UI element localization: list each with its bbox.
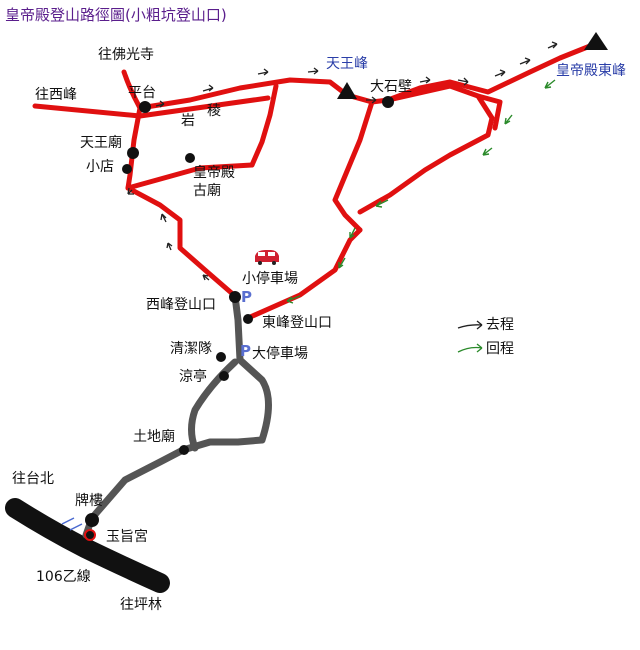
label-old-temple-1: 皇帝殿	[193, 165, 235, 181]
parking-marker-big: P	[240, 342, 251, 360]
tudi-miao-marker	[179, 445, 189, 455]
label-xiaodian: 小店	[86, 159, 114, 175]
label-east-trailhead: 東峰登山口	[262, 315, 332, 331]
yuzhi-gong-marker	[84, 529, 96, 541]
car-icon	[255, 250, 279, 265]
return-arrows	[286, 79, 556, 304]
label-west-trailhead: 西峰登山口	[146, 297, 216, 313]
paifang-marker	[85, 513, 99, 527]
peak-east-icon	[584, 32, 608, 50]
label-big-parking: 大停車場	[252, 346, 308, 362]
label-old-temple-2: 古廟	[193, 183, 221, 199]
dashibi-marker	[382, 96, 394, 108]
label-highway-106: 106乙線	[36, 569, 91, 585]
west-trailhead-marker	[229, 291, 241, 303]
east-trailhead-marker	[243, 314, 253, 324]
label-ling: 稜	[207, 103, 221, 119]
label-small-parking: 小停車場	[242, 271, 298, 287]
qingjie-marker	[216, 352, 226, 362]
label-yan: 岩	[181, 113, 195, 129]
tianwang-miao-marker	[127, 147, 139, 159]
liangting-marker	[219, 371, 229, 381]
map-title: 皇帝殿登山路徑圖(小粗坑登山口)	[5, 6, 227, 24]
label-paifang: 牌樓	[75, 493, 103, 509]
label-tianwang-miao: 天王廟	[80, 135, 122, 151]
old-temple-marker	[185, 153, 195, 163]
trail-routes	[32, 41, 598, 321]
road-network	[82, 292, 272, 539]
highway-106-line	[5, 498, 170, 593]
point-markers	[85, 96, 394, 527]
peak-tianwang-icon	[337, 82, 357, 99]
paifang-gate-mark	[61, 517, 83, 531]
label-yuzhi-gong: 玉旨宮	[106, 529, 148, 545]
label-qingjie: 清潔隊	[170, 341, 212, 357]
legend-go-label: 去程	[486, 317, 514, 333]
legend-return-label: 回程	[486, 341, 514, 357]
go-arrows	[127, 41, 558, 281]
label-to-xifeng: 往西峰	[35, 87, 77, 103]
label-to-pinglin: 往坪林	[120, 597, 162, 613]
label-pingtai: 平台	[128, 85, 156, 101]
parking-marker-small: P	[241, 288, 252, 306]
label-tianwang-peak: 天王峰	[326, 56, 368, 72]
legend-return-arrow	[457, 343, 483, 353]
label-liangting: 涼亭	[179, 369, 207, 385]
label-to-foguang: 往佛光寺	[98, 47, 154, 63]
label-east-peak: 皇帝殿東峰	[556, 63, 626, 79]
label-to-taipei: 往台北	[12, 471, 54, 487]
label-tudi-miao: 土地廟	[133, 429, 175, 445]
legend-go-arrow	[457, 320, 483, 330]
label-dashibi: 大石壁	[370, 79, 412, 95]
pingtai-marker	[139, 101, 151, 113]
xiaodian-marker	[122, 164, 132, 174]
